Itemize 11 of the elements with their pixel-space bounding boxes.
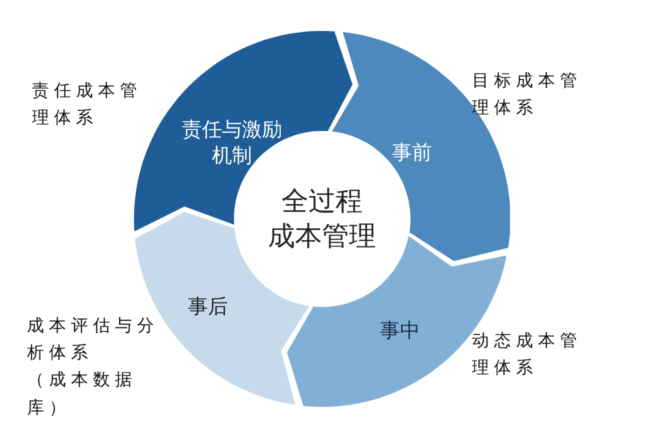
- side-note: （成本数据库）: [27, 369, 138, 420]
- segment-label: 事中: [378, 316, 421, 343]
- segment-label: 事前: [390, 138, 433, 165]
- side-note: 成本评估与分析体系: [27, 315, 160, 366]
- segment-label: 责任与激励机制: [180, 116, 283, 168]
- center-label: 全过程: [282, 184, 362, 219]
- segment-label: 事后: [186, 292, 229, 319]
- center-label: 成本管理: [268, 220, 376, 254]
- side-note: 责任成本管理体系: [32, 80, 143, 130]
- side-note: 目标成本管理体系: [472, 70, 583, 120]
- side-note: 动态成本管理体系: [472, 330, 583, 380]
